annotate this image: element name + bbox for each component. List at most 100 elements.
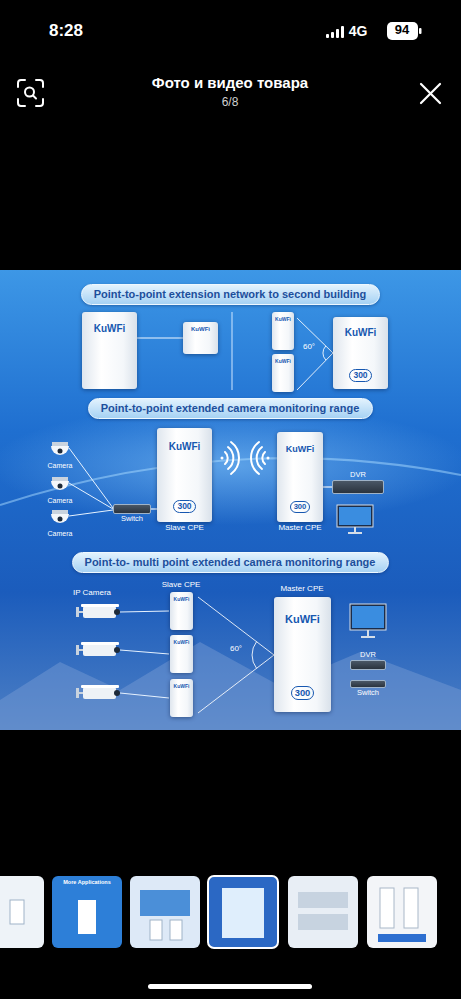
- thumbnail-device: [380, 888, 394, 928]
- brand-logo: KuWFi: [286, 445, 315, 455]
- brand-logo: KuWFi: [174, 640, 190, 646]
- camera-body: [83, 644, 116, 656]
- angle-arc: [252, 642, 257, 669]
- wifi-symbol: [251, 442, 270, 474]
- thumbnail-device: [78, 900, 96, 934]
- cpe-device: KuWFi: [272, 312, 294, 350]
- bullet-camera-icon: [76, 642, 120, 656]
- wifi-wave: [251, 442, 259, 474]
- signal-bar: [326, 34, 329, 38]
- close-stroke: [421, 84, 440, 103]
- battery-nub: [419, 28, 422, 34]
- camera-mount: [76, 645, 79, 655]
- wifi-dot: [267, 457, 270, 460]
- brand-logo: KuWFi: [191, 326, 210, 333]
- light-glow: [0, 405, 461, 525]
- sector-wedge: [297, 318, 333, 390]
- camera-wires: [69, 448, 169, 698]
- cpe-device: KuWFi300: [333, 317, 388, 389]
- section-title: Point-to-point extended camera monitorin…: [101, 402, 360, 414]
- speed-badge: 300: [290, 501, 311, 513]
- angle-label: 60°: [230, 644, 242, 653]
- thumbnail-image: [298, 914, 348, 930]
- monitor-stand: [367, 630, 369, 636]
- camera-lens: [58, 517, 63, 522]
- device-caption: Switch: [121, 515, 143, 523]
- cpe-device: KuWFi 300: [274, 597, 331, 712]
- close-stroke: [421, 84, 440, 103]
- thumbnail-device: [10, 900, 24, 924]
- wifi-symbol: [221, 442, 240, 474]
- brand-logo: KuWFi: [94, 323, 126, 334]
- thumbnail: [52, 876, 122, 948]
- monitor-icon: [337, 505, 373, 533]
- network-cable: [323, 486, 332, 487]
- close-icon: [421, 84, 440, 103]
- camera-body: [83, 687, 116, 699]
- sector-edge: [297, 353, 333, 390]
- thumbnail: [288, 876, 358, 948]
- cpe-device: KuWFi: [272, 354, 294, 392]
- device-caption: DVR: [360, 651, 376, 659]
- thumbnail-image: [222, 888, 264, 938]
- thumbnail-image: [378, 934, 426, 942]
- monitor-screen: [352, 606, 384, 628]
- dvr-box: DVR: [350, 660, 386, 670]
- camera-dome: [51, 446, 69, 455]
- thumbnail-image: [140, 890, 190, 916]
- signal-bar: [331, 32, 334, 38]
- section-title: Point-to- multi point extended camera mo…: [85, 556, 376, 568]
- device-label: Slave CPE: [162, 580, 201, 589]
- camera-label: Camera: [48, 497, 73, 505]
- monitor-stand: [354, 527, 356, 532]
- scan-corner: [18, 80, 25, 87]
- camera-wire: [69, 448, 113, 508]
- brand-logo: KuWFi: [169, 441, 201, 452]
- camera-wire: [120, 611, 169, 612]
- cpe-device: KuWFi300Slave CPE: [157, 428, 212, 522]
- sector-wedge: [198, 597, 274, 713]
- camera-hood: [81, 685, 119, 688]
- camera-wire: [69, 510, 113, 516]
- dome-camera-icon: [51, 442, 69, 455]
- magnifier-handle: [33, 96, 36, 99]
- cpe-device: KuWFi: [170, 592, 193, 630]
- battery-level: 94: [395, 23, 409, 38]
- cpe-device: KuWFi: [82, 312, 137, 389]
- speed-badge: 300: [349, 369, 371, 382]
- device-caption: Switch: [357, 689, 379, 697]
- wifi-wave: [257, 447, 262, 469]
- speed-badge: 300: [173, 500, 195, 513]
- cpe-device: KuWFi: [170, 635, 193, 673]
- wifi-wave: [262, 452, 265, 464]
- section-header-pill: Point-to- multi point extended camera mo…: [72, 552, 389, 573]
- camera-label: Camera: [48, 462, 73, 470]
- wifi-dot: [221, 457, 224, 460]
- angle-label: 60°: [303, 342, 315, 351]
- camera-label: Camera: [48, 530, 73, 538]
- mountain-silhouette: [0, 642, 461, 730]
- camera-lens: [114, 647, 120, 653]
- cpe-device: KuWFi300Master CPE: [277, 432, 323, 522]
- camera-wire: [120, 650, 169, 654]
- monitor-frame: [337, 505, 373, 527]
- scan-corner: [36, 99, 43, 106]
- network-cable: [137, 337, 183, 338]
- thumbnail-caption: More Applications: [63, 879, 110, 885]
- cpe-device: KuWFi: [183, 322, 218, 354]
- switch-box: Switch: [350, 680, 386, 688]
- camera-lens: [114, 609, 120, 615]
- switch-box: Switch: [113, 504, 151, 514]
- speed-badge: 300: [291, 686, 315, 700]
- camera-dome: [51, 514, 69, 523]
- brand-logo: KuWFi: [285, 613, 320, 625]
- device-label: Master CPE: [280, 584, 323, 593]
- monitor-frame: [350, 604, 386, 630]
- camera-label: IP Camera: [73, 588, 111, 597]
- cpe-device: KuWFi: [170, 679, 193, 717]
- brand-logo: KuWFi: [174, 597, 190, 603]
- screen-title: Фото и видео товара: [152, 74, 308, 91]
- camera-arm: [79, 611, 83, 613]
- sector-edge: [297, 318, 333, 353]
- dvr-box: DVR: [332, 480, 384, 494]
